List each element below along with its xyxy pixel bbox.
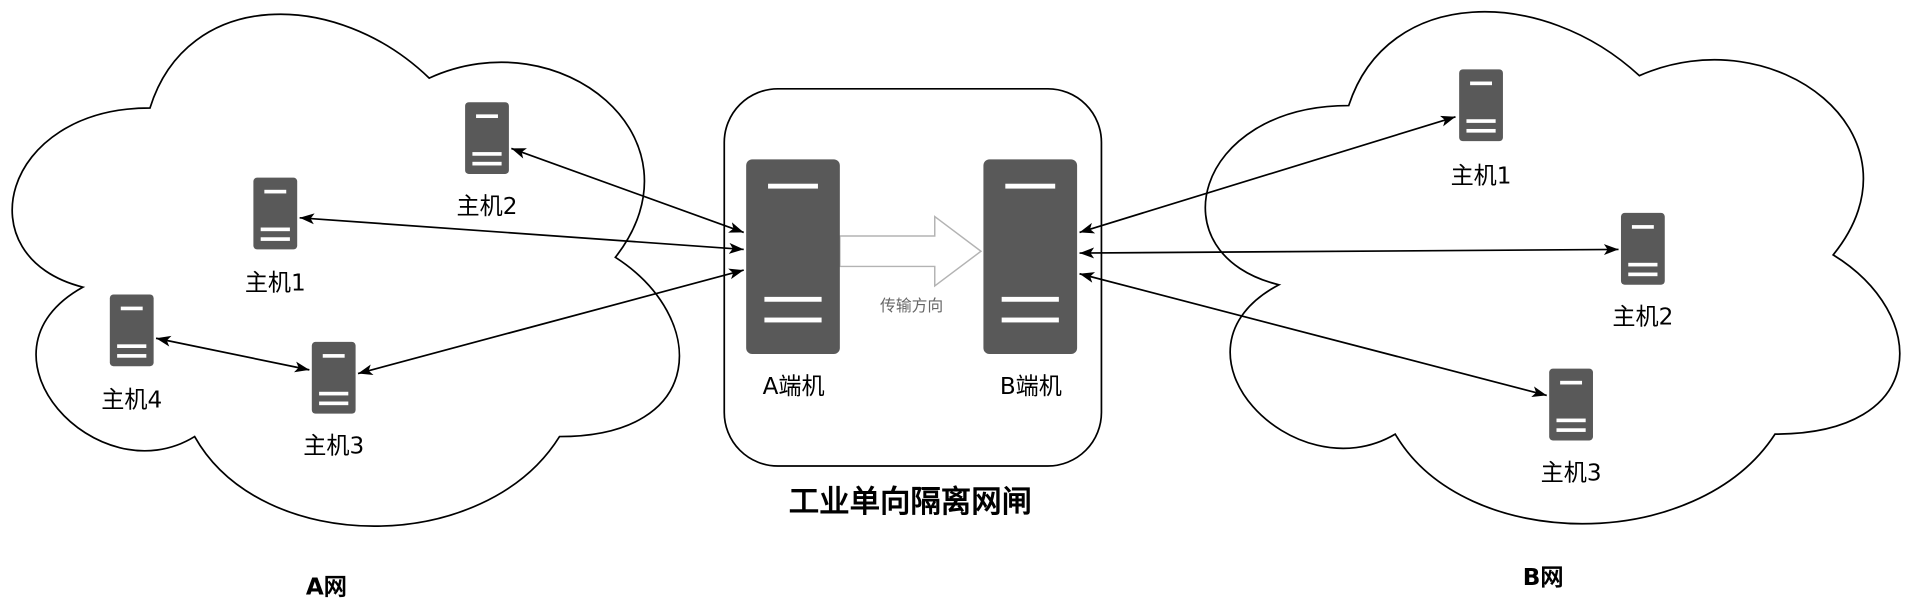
- server-stripe: [264, 189, 287, 194]
- server-stripe: [319, 401, 349, 406]
- a-host-2-server-icon: [465, 102, 509, 174]
- transfer-direction-label: 传输方向: [880, 296, 943, 315]
- server-body: [109, 294, 154, 367]
- a-terminal-label: A端机: [763, 374, 825, 400]
- server-stripe: [476, 114, 498, 119]
- server-body: [983, 159, 1078, 355]
- server-stripe: [117, 344, 147, 348]
- b-terminal-label: B端机: [1000, 374, 1062, 400]
- link-b-terminal-to-b-host-1: [1079, 115, 1456, 234]
- b-host-3-server-icon: [1549, 368, 1593, 441]
- network-b-cloud: [1204, 10, 1901, 525]
- server-body: [465, 102, 509, 174]
- server-stripe: [1466, 128, 1496, 133]
- server-stripe: [1470, 81, 1492, 86]
- network-a-label: A网: [306, 575, 347, 601]
- server-body: [311, 341, 356, 414]
- server-stripe: [1556, 418, 1586, 423]
- a-host-1-server-icon: [253, 177, 298, 250]
- b-terminal-server-icon: [983, 159, 1078, 355]
- server-stripe: [1628, 262, 1658, 267]
- a-host-4-server-icon: [109, 294, 154, 367]
- server-stripe: [260, 237, 290, 241]
- a-host-1-label: 主机1: [245, 270, 306, 296]
- server-body: [746, 159, 840, 355]
- b-host-2-label: 主机2: [1612, 305, 1673, 331]
- server-stripe: [764, 296, 822, 302]
- server-stripe: [768, 183, 818, 189]
- network-a-cloud: [11, 13, 681, 527]
- server-stripe: [1466, 119, 1496, 123]
- a-host-3-label: 主机3: [303, 434, 364, 460]
- link-a-host-4-to-a-host-3: [155, 335, 310, 373]
- server-stripe: [319, 391, 349, 396]
- link-a-host-1-to-a-terminal: [299, 213, 744, 254]
- server-stripe: [472, 152, 502, 156]
- server-body: [1620, 212, 1665, 285]
- a-terminal-server-icon: [746, 159, 840, 355]
- b-host-2-server-icon: [1620, 212, 1665, 285]
- server-stripe: [260, 227, 290, 232]
- link-b-terminal-to-b-host-3: [1079, 272, 1547, 398]
- network-b-label: B网: [1523, 565, 1564, 591]
- server-stripe: [117, 354, 147, 358]
- server-body: [1459, 69, 1503, 142]
- server-stripe: [120, 306, 143, 311]
- server-stripe: [1001, 296, 1059, 302]
- server-stripe: [1556, 428, 1586, 432]
- transfer-direction-arrow-icon: [839, 215, 983, 288]
- server-stripe: [472, 161, 502, 166]
- server-stripe: [1631, 225, 1654, 229]
- a-host-2-label: 主机2: [457, 194, 518, 220]
- gateway-title: 工业单向隔离网闸: [789, 484, 1032, 520]
- server-stripe: [1560, 380, 1583, 385]
- b-host-1-server-icon: [1459, 69, 1503, 142]
- a-host-3-server-icon: [311, 341, 356, 414]
- server-stripe: [1628, 272, 1658, 277]
- server-stripe: [1001, 317, 1059, 323]
- link-a-host-3-to-a-terminal: [357, 268, 744, 376]
- b-host-1-label: 主机1: [1451, 163, 1512, 189]
- server-stripe: [322, 354, 345, 358]
- a-host-4-label: 主机4: [101, 387, 162, 413]
- link-b-terminal-to-b-host-2: [1079, 244, 1619, 259]
- b-host-3-label: 主机3: [1541, 460, 1602, 486]
- server-stripe: [764, 317, 822, 323]
- server-stripe: [1005, 183, 1056, 189]
- server-body: [253, 177, 298, 250]
- server-body: [1549, 368, 1593, 441]
